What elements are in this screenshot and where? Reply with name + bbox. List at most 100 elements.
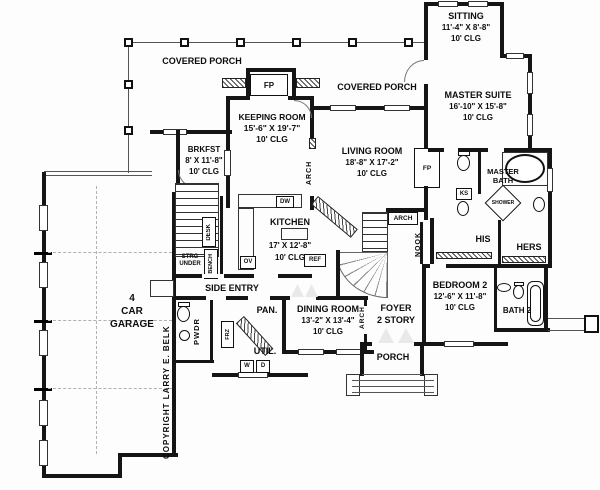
door-opening [290,296,316,300]
porch-post [348,38,357,47]
garage-label-line2: CAR [121,306,143,317]
stair-wall-left [336,250,340,298]
porch-edge-top [128,42,428,43]
master-wall-right [528,54,532,152]
stoop-line [548,318,588,319]
garage-wall-step [118,453,178,457]
bookshelf [222,78,246,88]
dryer-box: D [256,360,270,373]
garage-door-tick [34,388,52,391]
window [39,400,48,426]
living-room-ceiling: 10' CLG [357,169,387,178]
living-room-dims: 18'-8" X 17'-2" [345,158,399,167]
master-bath-label: MASTER BATH [479,167,527,185]
hall-wall-bottom [174,296,312,300]
fireplace-wall [246,68,296,72]
window [39,330,48,356]
window [163,129,187,135]
keeping-wall-top [288,96,314,100]
keeping-room-ceiling: 10' CLG [256,134,288,144]
toilet [177,306,190,322]
powder-label: PWDR [192,318,201,346]
knee-space-box: KS [456,188,472,200]
front-wall [360,342,372,346]
staircase-curved [336,252,388,298]
covered-porch-ne-label: COVERED PORCH [337,82,417,92]
foyer-line1: FOYER [380,303,412,313]
porch-step [352,380,434,381]
refrigerator-box: REF [304,254,326,267]
sink [179,330,190,341]
door-opening [430,264,446,268]
porch-wall-right [420,344,424,376]
desk-label: DESK [206,223,212,241]
window [330,105,356,111]
sitting-dims: 11'-4" X 8'-8" [441,23,491,32]
window [438,1,458,7]
porch-edge [362,374,422,375]
window [527,72,533,94]
keeping-room-dims: 15'-6" X 19'-7" [243,123,301,133]
breakfast-wall-left [176,130,180,184]
porch-post [292,38,301,47]
dishwasher-box: DW [276,196,294,208]
dining-wall-left [282,296,286,354]
porch-edge-left [128,42,129,173]
toilet-room-wall [478,152,481,194]
nook-wall-right [420,222,423,264]
closet-wall-left [430,218,434,268]
copyright-text: COPYRIGHT LARRY E. BELK [162,325,171,460]
porch-step [352,386,434,387]
garage-bay-line [48,252,172,253]
breakfast-dims: 8' X 11'-8" [185,156,223,165]
breakfast-ceiling: 10' CLG [189,167,219,176]
bedroom2-wall-top [422,264,552,268]
window [224,150,231,176]
garage-bay-line [48,320,172,321]
foyer-line2: 2 STORY [376,315,415,325]
keeping-room-label: KEEPING ROOM 15'-6" X 19'-7" 10' CLG [232,112,312,145]
master-wall-left-lower [424,186,428,220]
front-door-leaf [378,328,394,343]
window [468,1,488,7]
nook-wall-top [386,208,424,212]
window [384,105,410,111]
foyer-label: FOYER 2 STORY [366,302,426,326]
stair-wall [220,196,223,276]
living-room-label: LIVING ROOM 18'-8" X 17'-2" 10' CLG [334,146,410,179]
bath2-wall-left [494,268,497,330]
porch-post [124,38,133,47]
sink [497,283,511,292]
toilet [513,285,524,299]
staircase-foyer [362,212,388,252]
garage-bay-line [48,388,172,389]
fireplace-wall [292,68,296,100]
bedroom2-name: BEDROOM 2 [432,280,488,290]
powder-wall-bottom [174,360,214,363]
door-opening [424,60,428,84]
dining-room-name: DINING ROOM [297,304,359,314]
garage-label-line3: GARAGE [110,319,154,330]
utility-label: UTIL. [253,346,277,356]
door-opening [202,274,224,278]
bedroom2-dims: 12'-6" X 11'-8" [433,292,487,301]
porch-post [180,38,189,47]
garage-door-tick [34,252,52,255]
washer-box: W [240,360,254,373]
door-leaf [291,284,304,297]
master-bath-wall-right [548,148,552,268]
master-suite-name: MASTER SUITE [444,90,512,100]
bath2-wall-right [544,264,548,332]
garage-wall-step [118,455,122,478]
desk-box: DESK [202,217,216,247]
freezer-box: FRZ [221,321,234,348]
garage-top-line [44,171,152,172]
bath2-label: BATH 2 [502,306,532,315]
his-closet-label: HIS [475,234,491,244]
dining-room-dims: 13'-2" X 13'-4" [301,316,355,325]
hall-wall-top [174,274,312,278]
door-opening [254,274,278,278]
garage-wall-right [172,250,176,457]
door-opening [488,148,504,152]
keeping-wall-right [310,96,314,144]
